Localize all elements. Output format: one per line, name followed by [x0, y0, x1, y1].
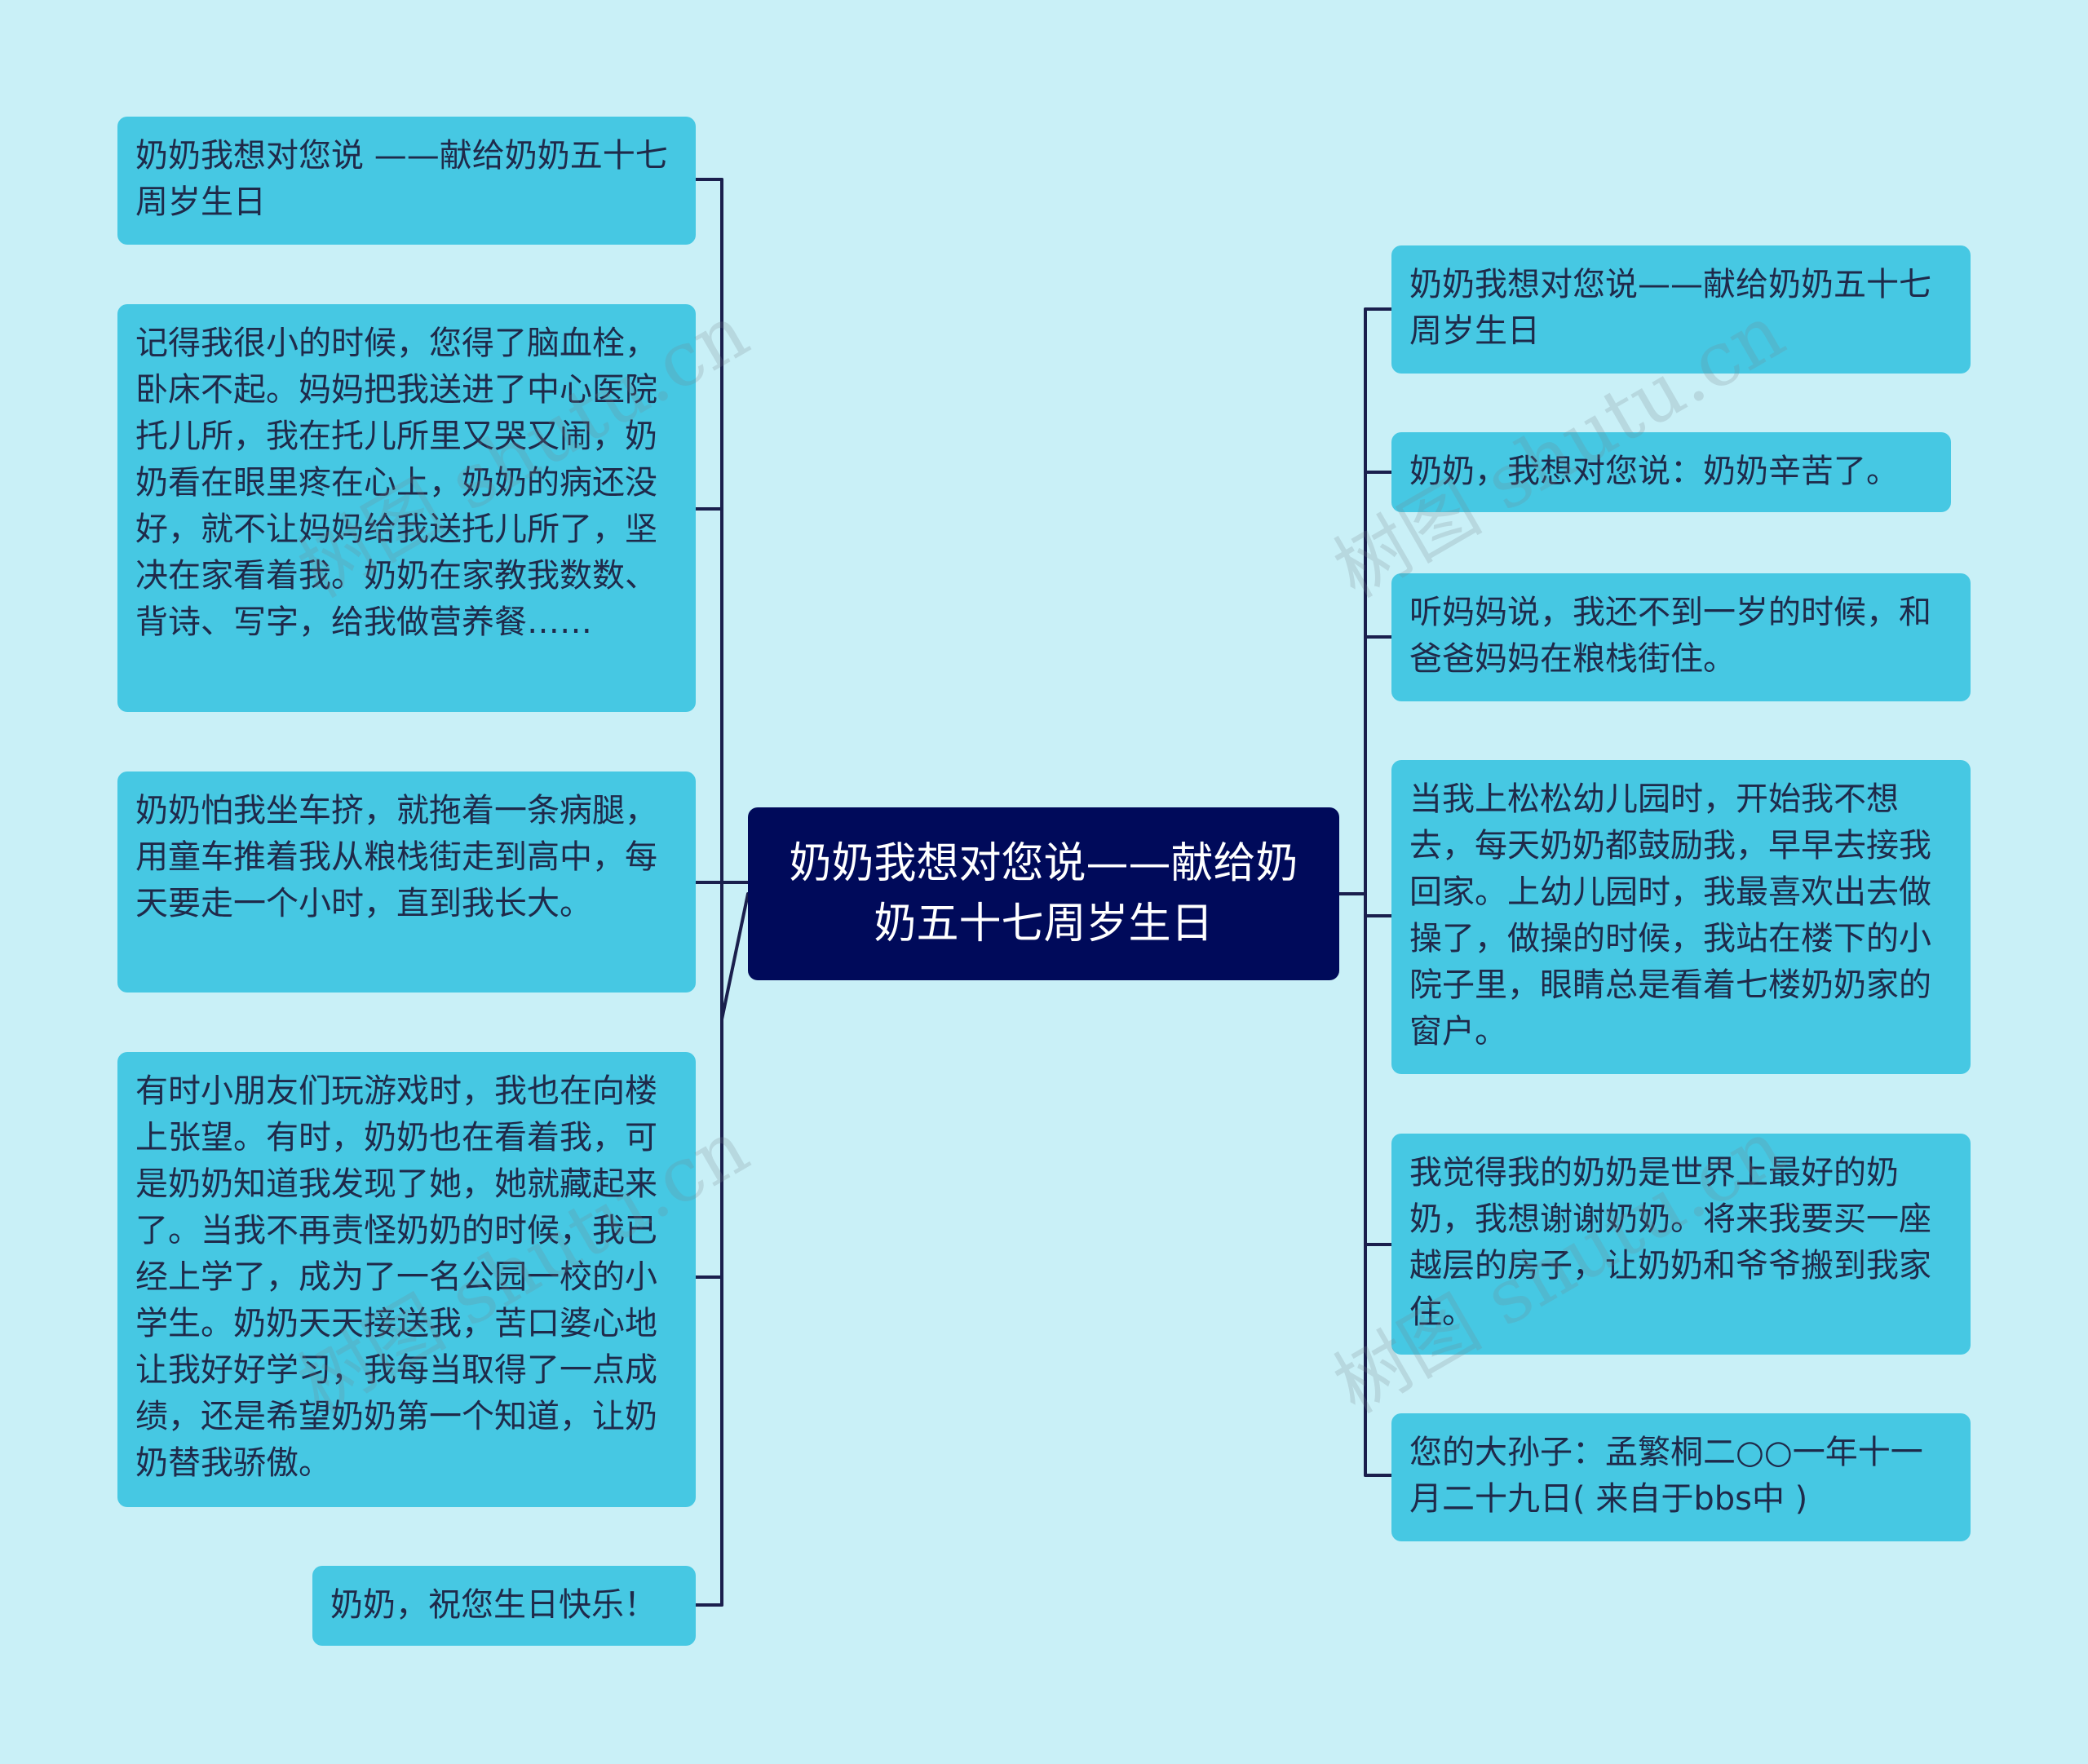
- left-node-5[interactable]: 奶奶，祝您生日快乐！: [312, 1566, 696, 1646]
- left-node-1[interactable]: 奶奶我想对您说 ——献给奶奶五十七周岁生日: [117, 117, 696, 245]
- center-topic-node[interactable]: 奶奶我想对您说——献给奶奶五十七周岁生日: [748, 807, 1339, 980]
- right-node-5[interactable]: 我觉得我的奶奶是世界上最好的奶奶，我想谢谢奶奶。将来我要买一座越层的房子，让奶奶…: [1391, 1134, 1971, 1355]
- connector-left-trunk: [720, 178, 750, 1607]
- right-node-6[interactable]: 您的大孙子：孟繁桐二○○一年十一月二十九日( 来自于bbs中 ): [1391, 1413, 1971, 1541]
- left-node-3[interactable]: 奶奶怕我坐车挤，就拖着一条病腿，用童车推着我从粮栈街走到高中，每天要走一个小时，…: [117, 771, 696, 993]
- right-node-3[interactable]: 听妈妈说，我还不到一岁的时候，和爸爸妈妈在粮栈街住。: [1391, 573, 1971, 701]
- right-node-2[interactable]: 奶奶，我想对您说：奶奶辛苦了。: [1391, 432, 1951, 512]
- right-node-1[interactable]: 奶奶我想对您说——献给奶奶五十七周岁生日: [1391, 245, 1971, 374]
- left-node-2[interactable]: 记得我很小的时候，您得了脑血栓，卧床不起。妈妈把我送进了中心医院托儿所，我在托儿…: [117, 304, 696, 712]
- right-node-4[interactable]: 当我上松松幼儿园时，开始我不想去，每天奶奶都鼓励我，早早去接我回家。上幼儿园时，…: [1391, 760, 1971, 1074]
- left-node-4[interactable]: 有时小朋友们玩游戏时，我也在向楼上张望。有时，奶奶也在看着我，可是奶奶知道我发现…: [117, 1052, 696, 1507]
